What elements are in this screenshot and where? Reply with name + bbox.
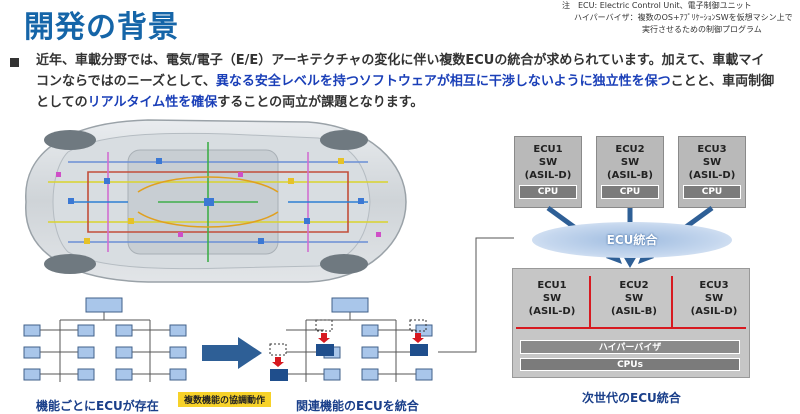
square-bullet-icon [10,58,19,67]
coop-badge: 複数機能の協調動作 [178,392,272,407]
caption-distributed: 機能ごとにECUが存在 [36,399,159,413]
note-line-2: ハイパーバイザ：複数のOS+ｱﾌﾟﾘｹｰｼｮﾝSWを仮想マシン上で [574,13,793,22]
car-wiring-illustration [25,119,407,283]
body-text-1: 近年、車載分野では、電気/電子（E/E）アーキテクチャの変化に伴い複数ECUの統… [36,53,765,89]
ecu-sw: SW [624,293,644,304]
ecu-integration-label: ECU統合 [532,222,732,258]
cpus-bar: CPUs [520,358,740,371]
connector-line [438,237,514,353]
hypervisor-bar: ハイパーバイザ [520,340,740,354]
body-text-2: ことと、車両制御としての [36,74,775,110]
body-paragraph: 近年、車載分野では、電気/電子（E/E）アーキテクチャの変化に伴い複数ECUの統… [36,50,776,113]
ecu-card-3: ECU3 SW (ASIL-D) CPU [678,136,746,208]
ecu-name: ECU3 [697,144,727,155]
ecu-name: ECU2 [619,280,649,291]
arrow-right-icon [202,337,262,369]
body-text-3: することの両立が課題となります。 [217,95,424,110]
note-line-3: 実行させるための制御プログラム [642,25,762,34]
ecu-sw: SW [620,157,640,168]
caption-integrated: 関連機能のECUを統合 [296,399,419,413]
ecu-name: ECU3 [699,280,729,291]
ecu-sw: SW [542,293,562,304]
ecu-asil: (ASIL-B) [611,306,657,317]
distributed-ecu-diagram [23,297,187,382]
ecu-asil: (ASIL-D) [524,170,572,181]
note-line-1: 注 ECU: Electric Control Unit、電子制御ユニット [562,1,752,10]
page-title: 開発の背景 [24,10,179,45]
ecu-sw: SW [702,157,722,168]
ecu-sw: SW [538,157,558,168]
caption-next-gen: 次世代のECU統合 [582,391,681,405]
ecu-asil: (ASIL-D) [528,306,576,317]
ecu-asil: (ASIL-B) [607,170,653,181]
ecu-cpu: CPU [683,185,741,199]
ecu-cpu: CPU [519,185,577,199]
partition-lines [516,276,746,329]
ecu-card-1: ECU1 SW (ASIL-D) CPU [514,136,582,208]
integrated-ecu-3: ECU3 SW (ASIL-D) [678,279,750,318]
integrated-ecu-1: ECU1 SW (ASIL-D) [516,279,588,318]
ecu-asil: (ASIL-D) [690,306,738,317]
ecu-name: ECU2 [615,144,645,155]
ecu-name: ECU1 [533,144,563,155]
integrated-ecu-diagram [269,297,433,382]
ecu-sw: SW [704,293,724,304]
ecu-name: ECU1 [537,280,567,291]
body-highlight-1: 異なる安全レベルを持つソフトウェアが相互に干渉しないように独立性を保つ [215,74,671,89]
ecu-card-2: ECU2 SW (ASIL-B) CPU [596,136,664,208]
body-highlight-2: リアルタイム性を確保 [87,95,218,110]
ecu-cpu: CPU [601,185,659,199]
ecu-asil: (ASIL-D) [688,170,736,181]
integrated-ecu-2: ECU2 SW (ASIL-B) [598,279,670,318]
